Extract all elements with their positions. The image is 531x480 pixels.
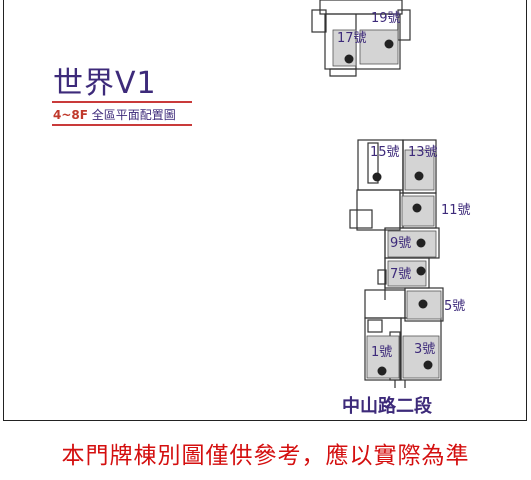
unit-label-19: 19號 [371,11,401,26]
unit-label-5: 5號 [444,299,465,314]
marker-a4 [416,266,426,276]
marker-a5b [416,238,426,248]
unit-label-9: 9號 [390,236,411,251]
unit-13-shade [404,149,435,191]
marker-a2 [377,366,387,376]
unit-label-1: 1號 [371,345,392,360]
floor-range: 4~8F [53,108,88,122]
title-top-rule [52,101,192,103]
road-name: 中山路二段 [342,396,432,417]
marker-b2 [344,54,354,64]
unit-9-shade [387,230,437,258]
unit-label-7: 7號 [390,267,411,282]
page-title: 世界V1 [53,66,157,101]
unit-label-3: 3號 [414,342,435,357]
marker-a5 [372,172,382,182]
unit-label-15: 15號 [370,145,400,160]
marker-a1 [423,360,433,370]
marker-a3 [418,299,428,309]
subtitle-text: 全區平面配置圖 [91,108,176,122]
plan-frame [3,0,527,421]
unit-label-13: 13號 [408,145,438,160]
unit-3-shade [402,335,440,379]
unit-11-shade [401,195,435,227]
marker-b1 [384,39,394,49]
marker-a6 [412,203,422,213]
title-bottom-rule [52,124,192,126]
unit-label-11: 11號 [441,203,471,218]
page-subtitle: 4~8F 全區平面配置圖 [53,106,176,123]
unit-label-17: 17號 [337,31,367,46]
marker-a7 [414,171,424,181]
disclaimer-notice: 本門牌棟別圖僅供參考，應以實際為準 [61,443,470,469]
